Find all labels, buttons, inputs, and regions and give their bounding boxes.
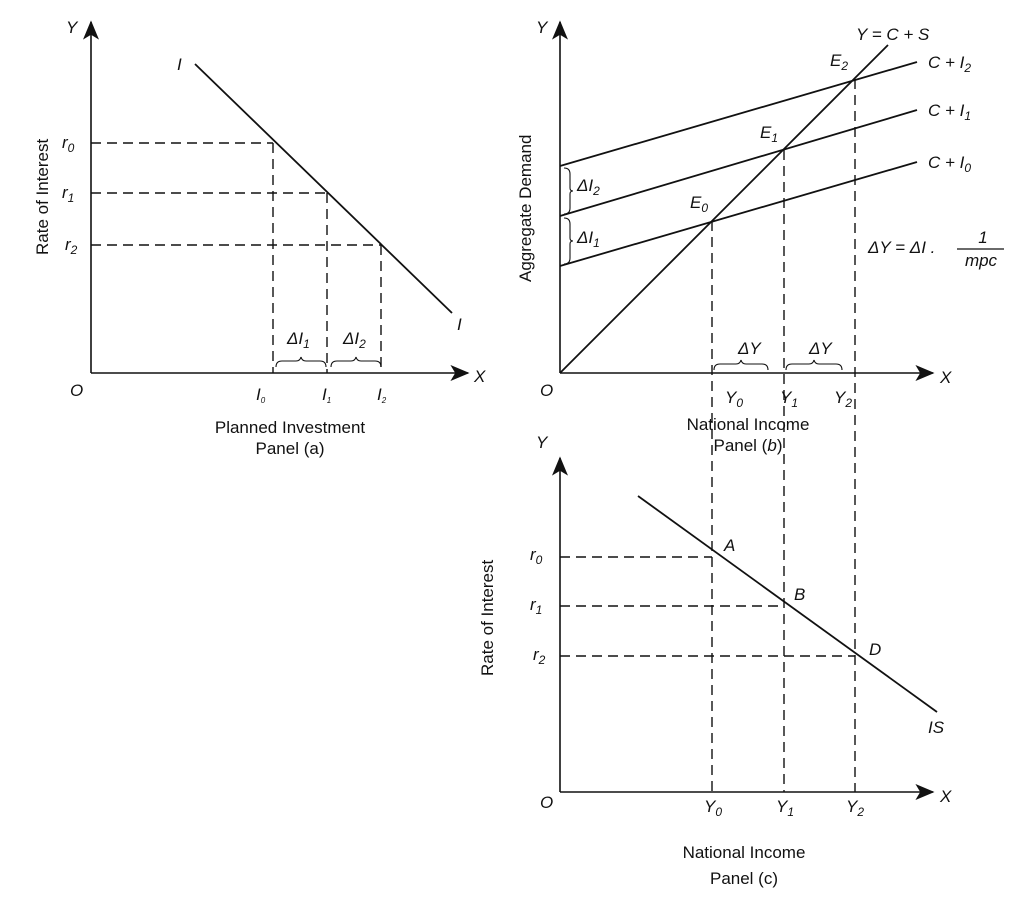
- delta-y-brace-2: [785, 359, 843, 371]
- y-axis-label: Y: [536, 18, 549, 37]
- is-curve-label: IS: [928, 718, 945, 737]
- x-axis-label: X: [939, 787, 952, 806]
- ad-label-c-i1: C + I1: [928, 101, 971, 123]
- y1-label: Y1: [780, 388, 798, 410]
- ad-line-c-i1: [559, 109, 918, 217]
- point-b-label: B: [794, 585, 805, 604]
- delta-i2-label: ΔI2: [342, 329, 366, 351]
- y2-label: Y2: [834, 388, 852, 410]
- x-title: National Income: [683, 843, 806, 862]
- origin-label: O: [540, 381, 553, 400]
- r1-label: r1: [62, 183, 74, 205]
- is-curve: [637, 495, 938, 713]
- delta-i2-brace: [330, 356, 382, 368]
- r0-label: r0: [530, 545, 543, 567]
- i2-label: I2: [377, 385, 387, 405]
- curve-label-top: I: [177, 55, 182, 74]
- r1-label: r1: [530, 595, 542, 617]
- curve-label-bottom: I: [457, 315, 462, 334]
- ad-line-c-i2: [559, 61, 918, 167]
- point-d-label: D: [869, 640, 881, 659]
- delta-i2-brace: [563, 167, 574, 215]
- i1-label: I1: [322, 385, 331, 405]
- ad-label-c-i0: C + I0: [928, 153, 971, 175]
- origin-label: O: [70, 381, 83, 400]
- panel-c: Y X O Rate of Interest National Income P…: [478, 433, 952, 888]
- delta-y-label-1: ΔY: [737, 339, 762, 358]
- panel-caption: Panel (a): [256, 439, 325, 458]
- y1-label: Y1: [776, 797, 794, 819]
- point-a-label: A: [723, 536, 735, 555]
- formula-denominator: mpc: [965, 251, 998, 270]
- e0-label: E0: [690, 193, 708, 215]
- multiplier-formula: ΔY = ΔI .: [867, 238, 935, 257]
- i0-label: I0: [256, 385, 266, 405]
- x-title: National Income: [687, 415, 810, 434]
- delta-i1-brace: [275, 356, 327, 368]
- panel-b: Y X O Aggregate Demand National Income P…: [516, 18, 1004, 455]
- x-axis-label: X: [939, 368, 952, 387]
- 45-degree-line: [559, 44, 889, 374]
- r2-label: r2: [533, 645, 546, 667]
- e2-label: E2: [830, 51, 848, 73]
- 45-degree-label: Y = C + S: [856, 25, 930, 44]
- y-title: Aggregate Demand: [516, 135, 535, 282]
- y2-label: Y2: [846, 797, 864, 819]
- e1-label: E1: [760, 123, 778, 145]
- delta-y-brace-1: [713, 359, 769, 371]
- panel-caption: Panel (b): [713, 436, 782, 455]
- x-axis-label: X: [473, 367, 486, 386]
- y0-label: Y0: [704, 797, 722, 819]
- ad-label-c-i2: C + I2: [928, 53, 971, 75]
- origin-label: O: [540, 793, 553, 812]
- y-title: Rate of Interest: [33, 138, 52, 255]
- delta-i1-label: ΔI1: [576, 228, 600, 250]
- y-axis-label: Y: [536, 433, 549, 452]
- r0-label: r0: [62, 133, 75, 155]
- formula-numerator: 1: [978, 228, 987, 247]
- delta-y-label-2: ΔY: [808, 339, 833, 358]
- panel-caption: Panel (c): [710, 869, 778, 888]
- delta-i1-label: ΔI1: [286, 329, 310, 351]
- y-axis-label: Y: [66, 18, 79, 37]
- investment-demand-curve: [194, 63, 453, 314]
- y0-label: Y0: [725, 388, 743, 410]
- delta-i2-label: ΔI2: [576, 176, 600, 198]
- y-title: Rate of Interest: [478, 559, 497, 676]
- r2-label: r2: [65, 235, 78, 257]
- x-title: Planned Investment: [215, 418, 366, 437]
- panel-a: Y X O Rate of Interest Planned Investmen…: [33, 18, 486, 458]
- delta-i1-brace: [563, 217, 574, 265]
- ad-line-c-i0: [559, 161, 918, 267]
